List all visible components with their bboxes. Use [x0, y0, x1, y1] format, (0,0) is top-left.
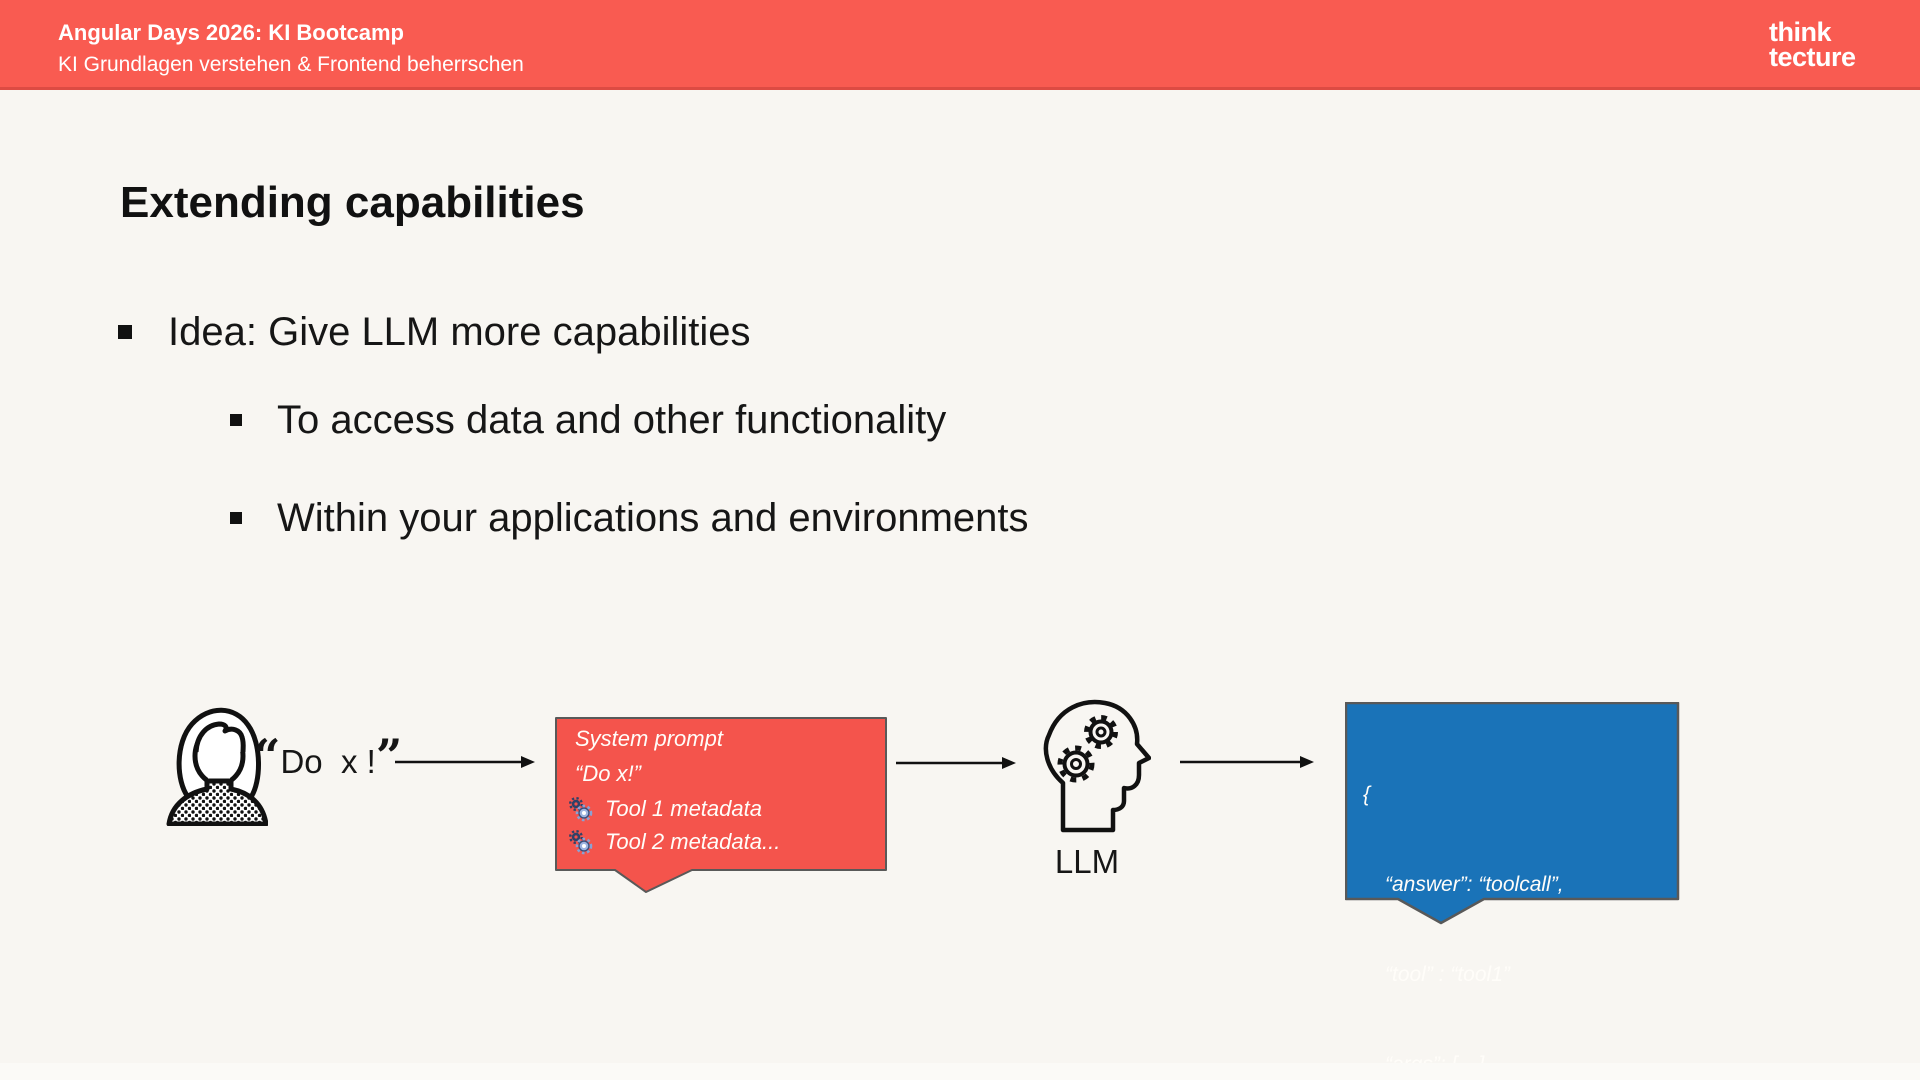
- bullet-item: To access data and other functionality: [230, 396, 946, 444]
- tool-metadata-row: Tool 2 metadata...: [567, 829, 780, 855]
- prompt-bubble-title: System prompt: [575, 726, 723, 751]
- course-title: Angular Days 2026: KI Bootcamp: [58, 20, 404, 45]
- user-icon: [166, 707, 268, 826]
- logo-line-1: think: [1769, 17, 1831, 47]
- bullet-square-icon: [118, 325, 132, 339]
- prompt-bubble-quote: “Do x!”: [575, 761, 641, 786]
- system-prompt-bubble: [555, 717, 887, 893]
- bullet-square-icon: [230, 512, 242, 524]
- llm-head-icon: [1043, 699, 1151, 833]
- gear-icon: [1084, 715, 1118, 749]
- bullet-item: Idea: Give LLM more capabilities: [118, 308, 751, 356]
- logo-line-2: tecture: [1769, 42, 1856, 72]
- gear-icon: [1057, 745, 1095, 783]
- json-line: “tool” : “tool1”: [1385, 963, 1510, 986]
- slide-bottom-margin: [0, 1063, 1920, 1080]
- bullet-text: To access data and other functionality: [277, 397, 947, 442]
- flow-arrow-2: [896, 757, 1016, 769]
- response-json: { “answer”: “toolcall”, “tool” : “tool1”…: [1363, 720, 1564, 1080]
- tool-metadata-text: Tool 1 metadata: [605, 796, 762, 821]
- thinktecture-logo: think tecture: [1769, 17, 1856, 72]
- bullet-text: Idea: Give LLM more capabilities: [168, 309, 751, 354]
- slide-title: Extending capabilities: [120, 178, 585, 227]
- gears-icon: [568, 829, 593, 855]
- json-line: “answer”: “toolcall”,: [1385, 873, 1564, 896]
- header-bar: Angular Days 2026: KI Bootcamp KI Grundl…: [0, 0, 1920, 90]
- user-message-text: Do x !: [280, 743, 376, 780]
- json-line: {: [1363, 783, 1371, 806]
- bullet-item: Within your applications and environment…: [230, 494, 1029, 542]
- course-subtitle: KI Grundlagen verstehen & Frontend beher…: [58, 53, 524, 76]
- bullet-text: Within your applications and environment…: [277, 495, 1029, 540]
- flow-arrow-3: [1180, 756, 1314, 768]
- tool-metadata-text: Tool 2 metadata...: [605, 829, 781, 854]
- flow-arrow-1: [395, 756, 535, 768]
- response-bubble: [1345, 702, 1680, 925]
- gears-icon: [568, 796, 593, 822]
- llm-label: LLM: [1054, 843, 1120, 880]
- user-message: “ Do x ! ”: [254, 729, 403, 783]
- bullet-square-icon: [230, 414, 242, 426]
- tool-metadata-row: Tool 1 metadata: [567, 796, 762, 822]
